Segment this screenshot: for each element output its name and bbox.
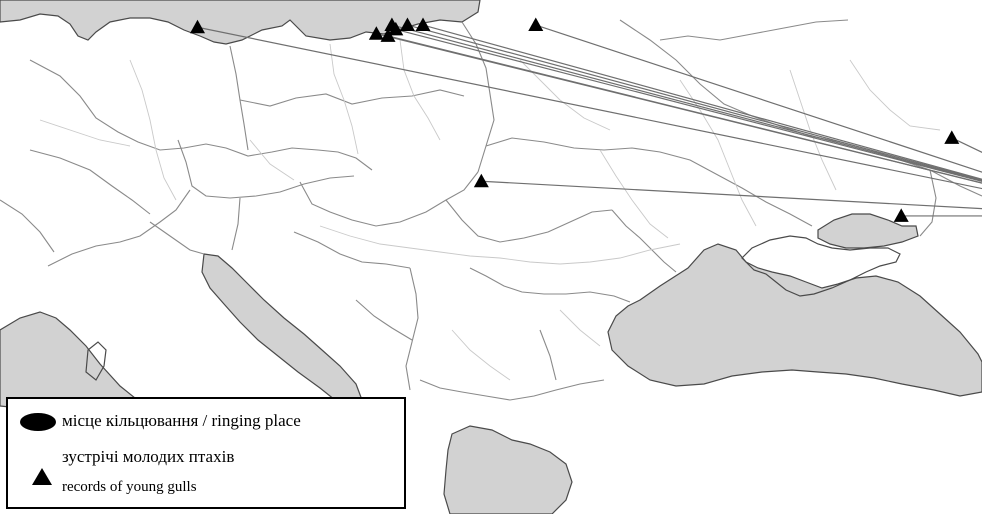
crimea-peninsula	[741, 235, 901, 297]
record-marker-9	[944, 130, 960, 144]
record-marker-4	[415, 17, 431, 32]
record-marker-3	[399, 17, 415, 32]
record-marker-13	[893, 208, 909, 222]
migration-route-7	[387, 35, 982, 184]
migration-route-14	[481, 180, 982, 210]
record-marker-7	[380, 28, 396, 42]
migration-route-5	[395, 28, 982, 183]
legend-records-label-en: records of young gulls	[62, 479, 197, 495]
record-marker-1	[190, 19, 206, 34]
ringing-place-legend-symbol	[20, 413, 56, 431]
corsica-island	[85, 341, 107, 381]
migration-routes	[197, 24, 982, 217]
black-sea	[607, 243, 982, 397]
record-marker-14	[473, 173, 489, 188]
migration-route-2	[391, 24, 982, 182]
legend-ringing-label: місце кільцювання / ringing place	[62, 411, 301, 430]
legend-records-label-uk: зустрічі молодих птахів	[62, 447, 235, 466]
record-legend-symbol	[32, 468, 52, 485]
record-marker-8	[528, 17, 544, 32]
sea-of-azov	[817, 213, 919, 249]
record-marker-5	[388, 21, 404, 36]
aegean-sea	[443, 425, 573, 514]
migration-route-9	[951, 137, 982, 153]
record-markers	[190, 17, 960, 222]
migration-route-1	[197, 26, 982, 190]
record-marker-6	[368, 26, 384, 40]
migration-route-8	[535, 24, 982, 173]
map-legend: місце кільцювання / ringing place зустрі…	[6, 397, 406, 509]
migration-route-4	[422, 24, 982, 180]
migration-route-3	[407, 24, 982, 181]
